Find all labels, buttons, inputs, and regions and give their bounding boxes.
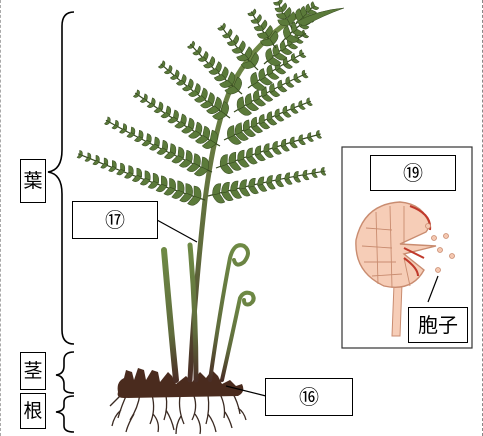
stalk-fiddlehead-1 (210, 245, 248, 380)
root-label: 根 (20, 393, 46, 429)
leaf-brace (48, 12, 74, 344)
stem-brace (56, 352, 74, 393)
stalk-fiddlehead-2 (222, 293, 254, 380)
sporangium-stalk (392, 284, 402, 336)
roots (110, 392, 246, 434)
answer-box-16: ⑯ (265, 378, 353, 416)
stalk-main (190, 14, 300, 380)
answer-box-17: ⑰ (72, 201, 158, 239)
stalk-left (164, 250, 176, 380)
spore-label: 胞子 (408, 307, 468, 343)
leader-17 (157, 220, 197, 242)
stem-label: 茎 (20, 352, 46, 390)
root-brace (56, 396, 74, 432)
leaf-label: 葉 (20, 159, 46, 203)
answer-box-19: ⑲ (370, 155, 456, 191)
